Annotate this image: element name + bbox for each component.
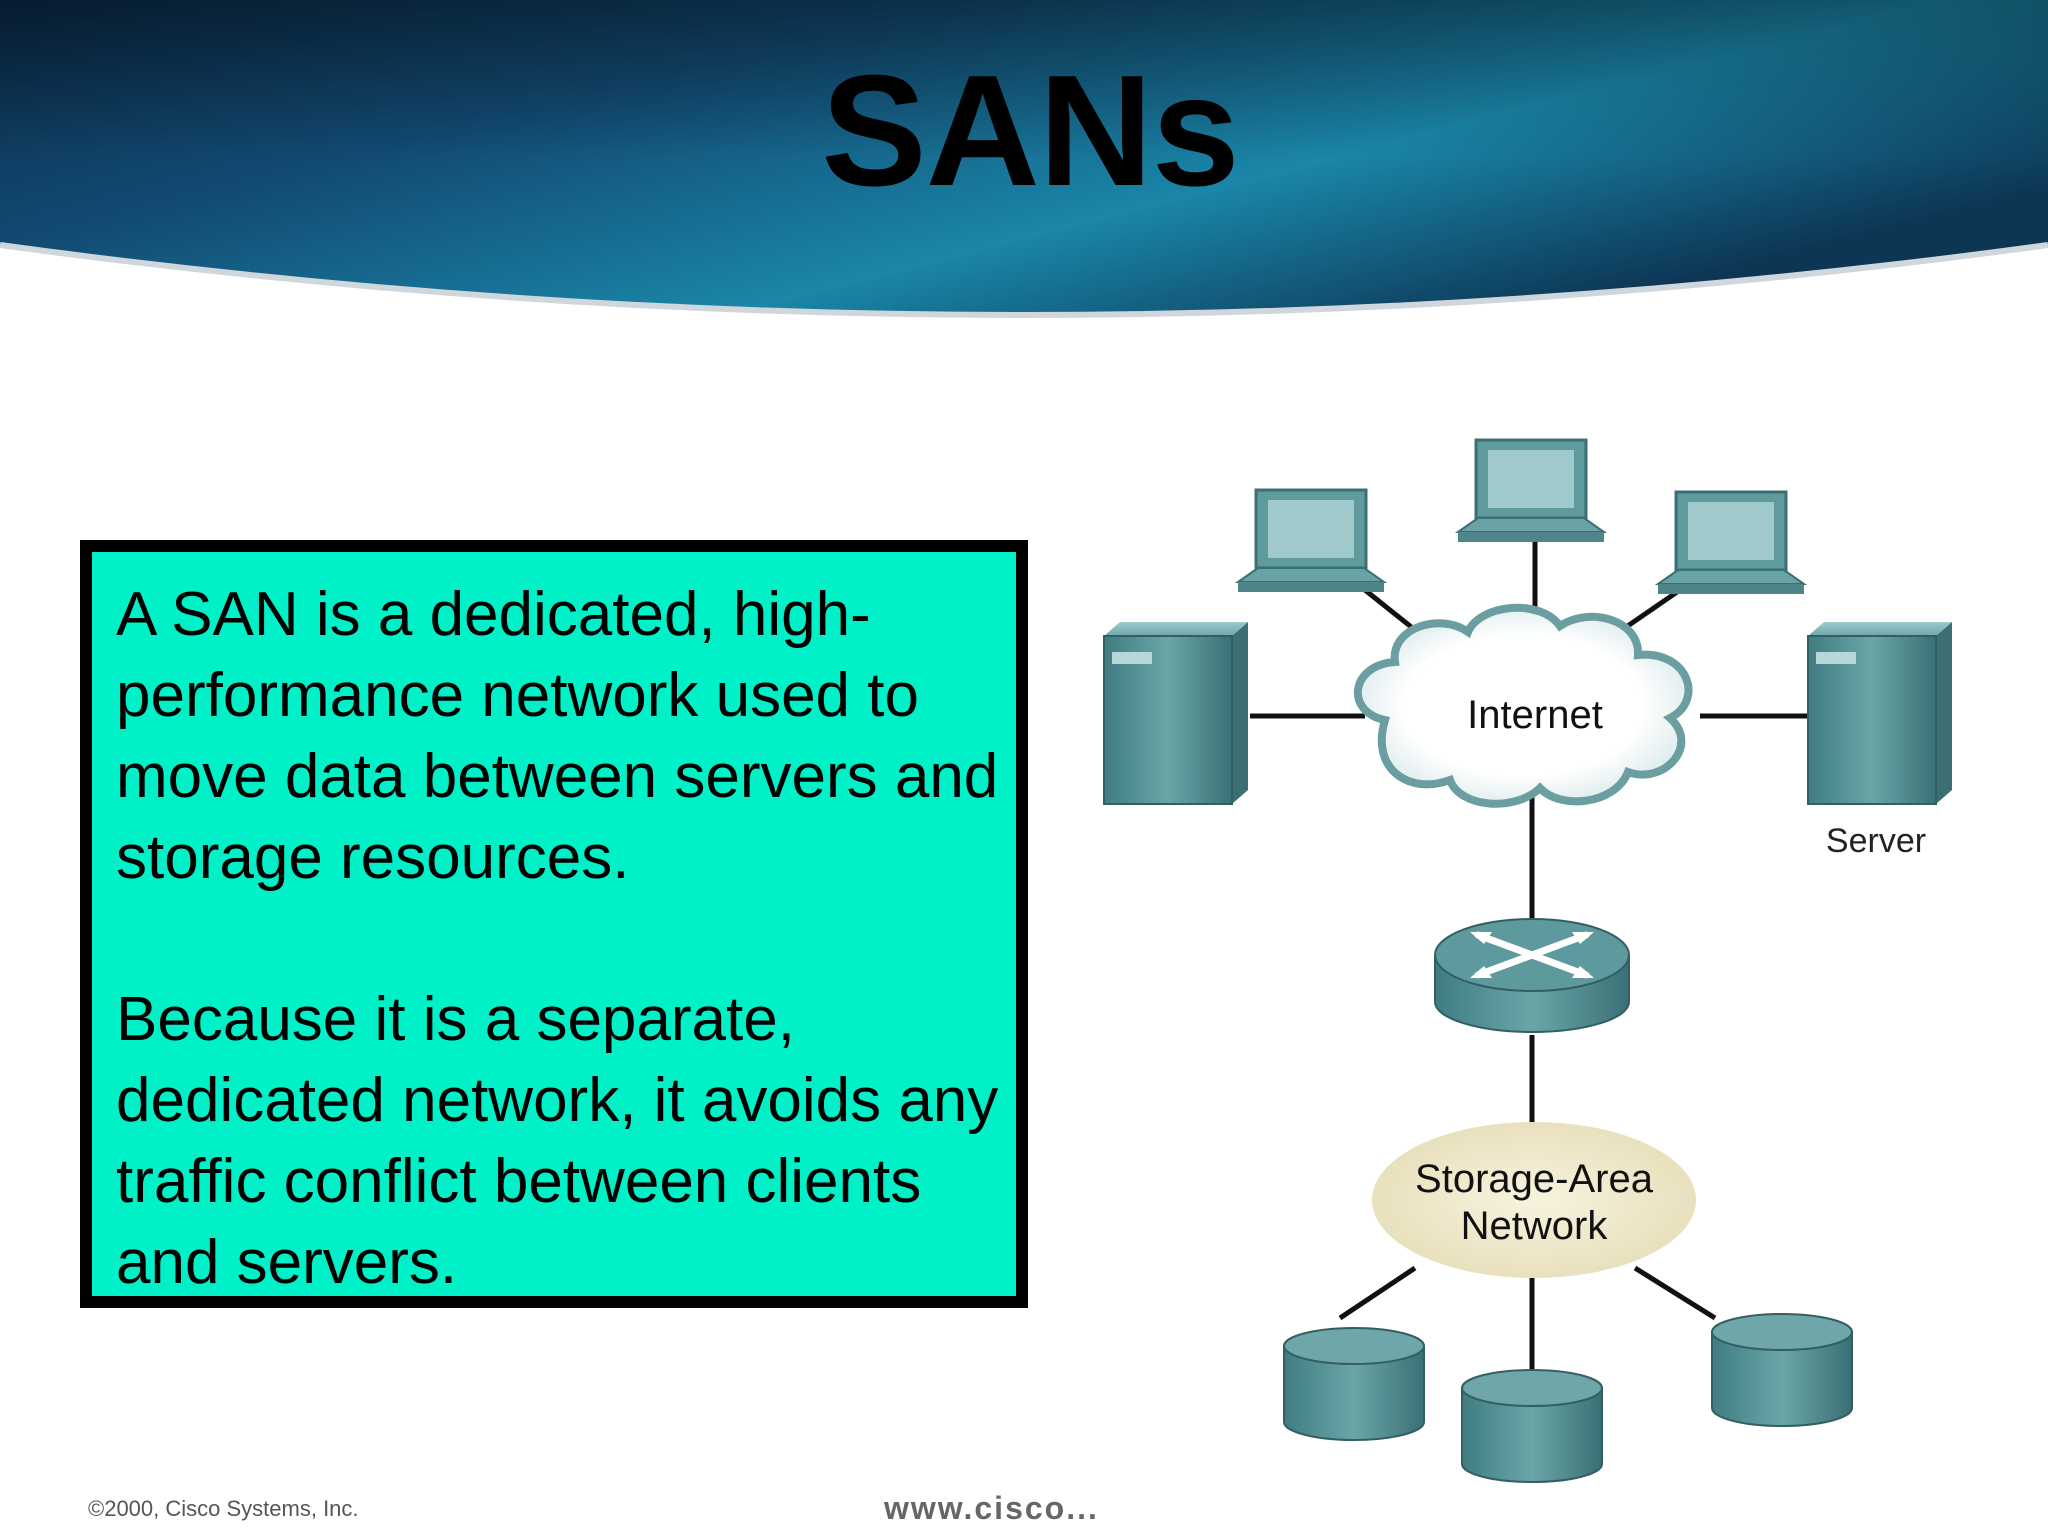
- footer-url: www.cisco...: [884, 1490, 1099, 1526]
- internet-cloud-icon: [1354, 603, 1693, 808]
- workstation-icon: [1654, 490, 1808, 594]
- storage-disk-icon: [1711, 1313, 1853, 1427]
- server-label: Server: [1826, 822, 1926, 860]
- definition-paragraph: A SAN is a dedicated, high-performance n…: [116, 580, 999, 892]
- header-band: [0, 0, 2048, 318]
- san-label-line-1: Storage-Area: [1415, 1157, 1654, 1201]
- storage-disk-icon: [1461, 1369, 1603, 1483]
- internet-label: Internet: [1467, 693, 1603, 737]
- server-icon: [1103, 622, 1248, 805]
- storage-area-network-ellipse: [1372, 1122, 1696, 1278]
- san-label-line-2: Network: [1461, 1204, 1609, 1248]
- copyright-text: ©2000, Cisco Systems, Inc.: [88, 1496, 359, 1521]
- workstation-icon: [1234, 488, 1388, 592]
- storage-disk-icon: [1283, 1327, 1425, 1441]
- benefit-paragraph: Because it is a separate, dedicated netw…: [116, 985, 999, 1297]
- san-network-diagram: Server Internet Storage-Area Network: [1103, 438, 1952, 1483]
- server-icon: [1807, 622, 1952, 805]
- workstation-icon: [1454, 438, 1608, 542]
- router-icon: [1434, 918, 1630, 1033]
- definition-text-box: A SAN is a dedicated, high-performance n…: [80, 540, 1028, 1308]
- slide-title: SANs: [821, 43, 1239, 219]
